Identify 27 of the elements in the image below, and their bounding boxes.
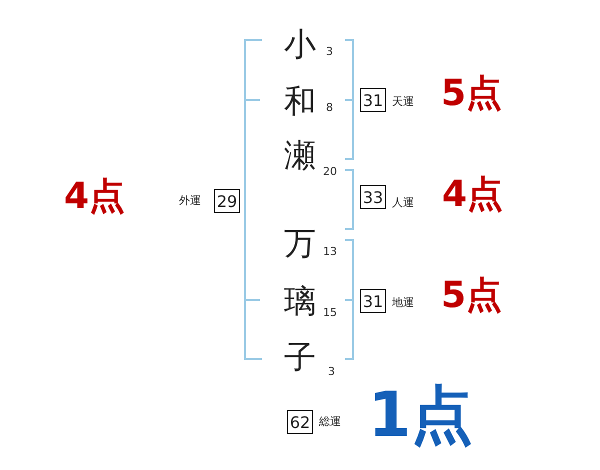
stroke-count: 20 bbox=[323, 166, 337, 177]
number-box: 62 bbox=[287, 410, 313, 434]
fortune-category-label: 地運 bbox=[392, 297, 414, 308]
number-box: 31 bbox=[360, 88, 386, 112]
stroke-count: 3 bbox=[326, 46, 333, 57]
stroke-count: 13 bbox=[323, 246, 337, 257]
score-label: 5点 bbox=[441, 278, 502, 314]
fortune-category-label: 外運 bbox=[179, 195, 201, 206]
score-label: 4点 bbox=[442, 177, 504, 213]
score-label: 4点 bbox=[64, 179, 126, 215]
score-label: 5点 bbox=[441, 76, 502, 112]
fortune-category-label: 人運 bbox=[392, 197, 414, 208]
number-box: 31 bbox=[360, 289, 386, 313]
fortune-category-label: 総運 bbox=[319, 416, 341, 427]
stroke-count: 8 bbox=[326, 102, 333, 113]
name-character: 璃 bbox=[283, 285, 317, 317]
name-character: 小 bbox=[283, 28, 317, 60]
name-character: 万 bbox=[283, 227, 317, 259]
name-character: 和 bbox=[283, 85, 317, 117]
name-character: 子 bbox=[283, 341, 317, 373]
name-character: 瀬 bbox=[283, 139, 317, 171]
stroke-count: 3 bbox=[328, 366, 335, 377]
score-label: 1点 bbox=[368, 384, 474, 446]
number-box: 33 bbox=[360, 185, 386, 209]
number-box: 29 bbox=[214, 189, 240, 213]
stroke-count: 15 bbox=[323, 307, 337, 318]
fortune-category-label: 天運 bbox=[392, 96, 414, 107]
